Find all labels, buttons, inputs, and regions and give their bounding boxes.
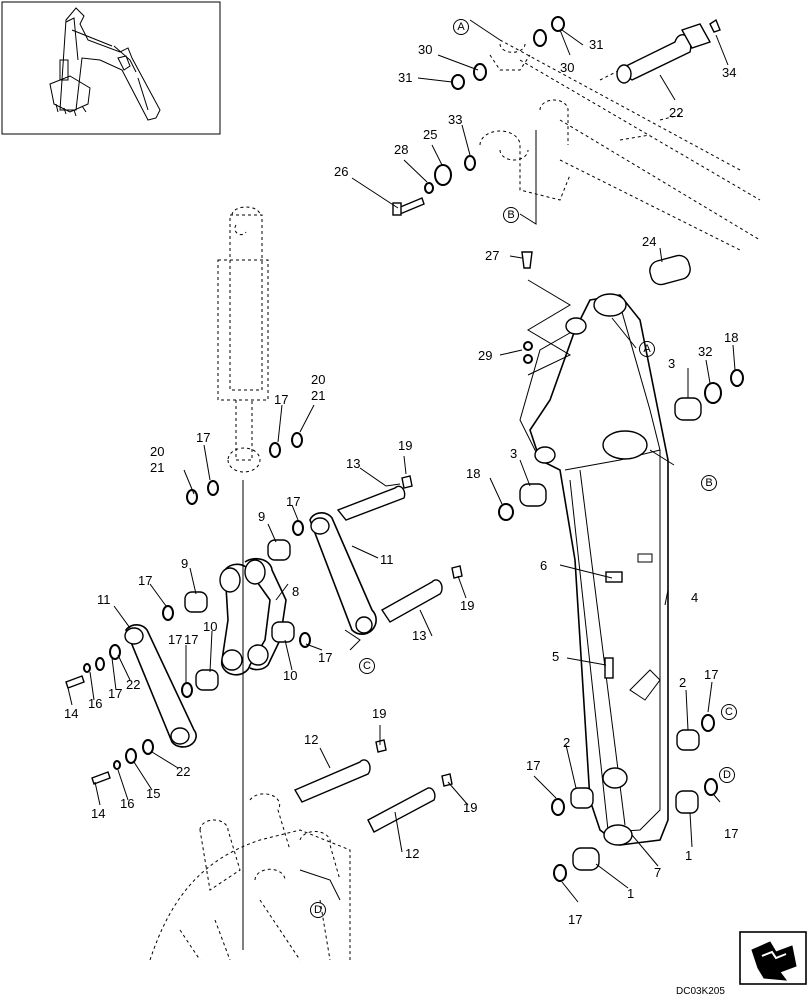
- callout-32: 32: [698, 344, 712, 359]
- link-assembly: [65, 432, 463, 833]
- reference-markers: A A B B C C D D: [310, 19, 737, 918]
- callout-19: 19: [372, 706, 386, 721]
- callout-34: 34: [722, 65, 736, 80]
- callout-16: 16: [120, 796, 134, 811]
- callout-17: 17: [168, 632, 182, 647]
- ref-marker-a: A: [453, 19, 469, 35]
- callout-6: 6: [540, 558, 547, 573]
- callout-33: 33: [448, 112, 462, 127]
- callout-14: 14: [64, 706, 78, 721]
- callout-16: 16: [88, 696, 102, 711]
- callout-20: 20: [150, 444, 164, 459]
- callout-18: 18: [724, 330, 738, 345]
- callout-10: 10: [283, 668, 297, 683]
- callout-17: 17: [704, 667, 718, 682]
- callout-19: 19: [398, 438, 412, 453]
- callout-8: 8: [292, 584, 299, 599]
- callout-21: 21: [150, 460, 164, 475]
- callout-30: 30: [560, 60, 574, 75]
- callout-17: 17: [274, 392, 288, 407]
- callout-2: 2: [679, 675, 686, 690]
- callout-14: 14: [91, 806, 105, 821]
- callout-5: 5: [552, 649, 559, 664]
- callout-22: 22: [176, 764, 190, 779]
- callout-17: 17: [108, 686, 122, 701]
- callout-17: 17: [184, 632, 198, 647]
- callout-13: 13: [412, 628, 426, 643]
- ref-marker-a: A: [639, 341, 655, 357]
- arm-pins: [498, 254, 744, 882]
- callout-17: 17: [286, 494, 300, 509]
- callout-31: 31: [398, 70, 412, 85]
- ref-marker-c: C: [721, 704, 737, 720]
- arm-assembly: [519, 293, 669, 846]
- svg-text:B: B: [705, 477, 712, 489]
- callout-29: 29: [478, 348, 492, 363]
- ref-marker-b: B: [701, 475, 717, 491]
- callout-20: 20: [311, 372, 325, 387]
- callout-11: 11: [97, 592, 111, 607]
- callout-26: 26: [334, 164, 348, 179]
- svg-text:A: A: [457, 21, 465, 33]
- callout-labels: 1 1 2 2 3 3 4 5 6 7 8 9 9 10 10 11 11 12…: [64, 37, 738, 927]
- callout-15: 15: [146, 786, 160, 801]
- callout-3: 3: [510, 446, 517, 461]
- callout-17: 17: [526, 758, 540, 773]
- orientation-arrow-icon: [739, 931, 807, 985]
- leader-lines: [67, 19, 736, 903]
- callout-17: 17: [138, 573, 152, 588]
- excavator-thumbnail: [1, 1, 221, 135]
- bucket-outline: [149, 793, 351, 961]
- callout-17: 17: [724, 826, 738, 841]
- drawing-code: DC03K205: [676, 986, 725, 997]
- callout-17: 17: [318, 650, 332, 665]
- cylinder-outline: [217, 206, 269, 950]
- callout-1: 1: [685, 848, 692, 863]
- callout-3: 3: [668, 356, 675, 371]
- callout-17: 17: [196, 430, 210, 445]
- callout-25: 25: [423, 127, 437, 142]
- callout-4: 4: [691, 590, 698, 605]
- svg-text:B: B: [507, 209, 514, 221]
- callout-9: 9: [181, 556, 188, 571]
- boom-pin-hardware: [392, 16, 721, 364]
- callout-12: 12: [304, 732, 318, 747]
- callout-22: 22: [126, 677, 140, 692]
- callout-31: 31: [589, 37, 603, 52]
- callout-27: 27: [485, 248, 499, 263]
- ref-marker-c: C: [359, 658, 375, 674]
- ref-marker-d: D: [719, 767, 735, 783]
- callout-28: 28: [394, 142, 408, 157]
- svg-text:A: A: [643, 343, 651, 355]
- callout-7: 7: [654, 865, 661, 880]
- svg-text:D: D: [314, 904, 322, 916]
- callout-9: 9: [258, 509, 265, 524]
- callout-12: 12: [405, 846, 419, 861]
- callout-11: 11: [380, 552, 394, 567]
- callout-2: 2: [563, 735, 570, 750]
- callout-1: 1: [627, 886, 634, 901]
- callout-21: 21: [311, 388, 325, 403]
- callout-19: 19: [463, 800, 477, 815]
- svg-text:C: C: [725, 706, 733, 718]
- ref-marker-d: D: [310, 902, 326, 918]
- callout-18: 18: [466, 466, 480, 481]
- callout-19: 19: [460, 598, 474, 613]
- callout-13: 13: [346, 456, 360, 471]
- svg-text:C: C: [363, 660, 371, 672]
- ref-marker-b: B: [503, 207, 519, 223]
- callout-24: 24: [642, 234, 656, 249]
- svg-text:D: D: [723, 769, 731, 781]
- callout-22: 22: [669, 105, 683, 120]
- callout-17: 17: [568, 912, 582, 927]
- callout-10: 10: [203, 619, 217, 634]
- callout-30: 30: [418, 42, 432, 57]
